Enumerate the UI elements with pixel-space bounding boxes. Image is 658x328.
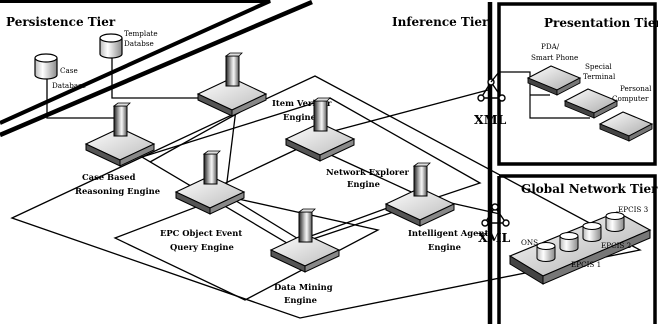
case-database-label-1: Case: [60, 66, 78, 75]
network-explorer-label-2: Engine: [347, 179, 380, 189]
persistence-tier-title: Persistence Tier: [6, 15, 116, 29]
personal-computer-icon: [600, 112, 652, 141]
special-terminal-label-1: Special: [585, 62, 612, 71]
ons-label: ONS: [521, 238, 538, 247]
special-terminal-icon: [565, 89, 617, 118]
pda-label-2: Smart Phone: [531, 53, 578, 62]
epcis1-db-icon: [560, 233, 578, 252]
engine-item-verifier: [198, 53, 266, 116]
epc-query-label-1: EPC Object Event: [160, 228, 242, 238]
epcis3-label: EPCIS 3: [618, 205, 649, 214]
pda-device-icon: [528, 66, 580, 95]
intelligent-agent-label-2: Engine: [428, 242, 461, 252]
global-network-tier-title: Global Network Tier: [521, 182, 658, 196]
ons-db-icon: [537, 243, 555, 262]
pda-label-1: PDA/: [541, 42, 560, 51]
data-mining-label-2: Engine: [284, 295, 317, 305]
case-database-label-2: Database: [52, 81, 86, 90]
data-mining-label-1: Data Mining: [274, 282, 333, 292]
presentation-tier-title: Presentation Tier: [544, 16, 658, 30]
epcis1-label: EPCIS 1: [571, 260, 601, 269]
epc-query-label-2: Query Engine: [170, 242, 234, 252]
special-terminal-label-2: Terminal: [583, 72, 616, 81]
personal-computer-label-1: Personal: [620, 84, 652, 93]
personal-computer-label-2: Computer: [612, 94, 649, 103]
epcis2-db-icon: [583, 223, 601, 242]
item-verifier-label-2: Engine: [283, 112, 316, 122]
xml-label-bottom: XML: [478, 230, 511, 245]
case-based-label-2: Reasoning Engine: [75, 186, 160, 196]
network-explorer-label-1: Network Explorer: [326, 167, 410, 177]
xml-label-top: XML: [474, 112, 507, 127]
case-database-icon: [35, 54, 57, 79]
xml-hub-icon-bottom: [482, 204, 509, 226]
template-database-label-2: Databse: [124, 39, 154, 48]
epcis2-label: EPCIS 2: [601, 241, 631, 250]
template-database-label-1: Template: [124, 29, 158, 38]
template-database-icon: [100, 34, 122, 58]
intelligent-agent-label-1: Intelligent Agent: [408, 228, 489, 238]
epcis3-db-icon: [606, 213, 624, 232]
inference-tier-title: Inference Tier: [392, 15, 489, 29]
case-based-label-1: Case Based: [82, 172, 136, 182]
